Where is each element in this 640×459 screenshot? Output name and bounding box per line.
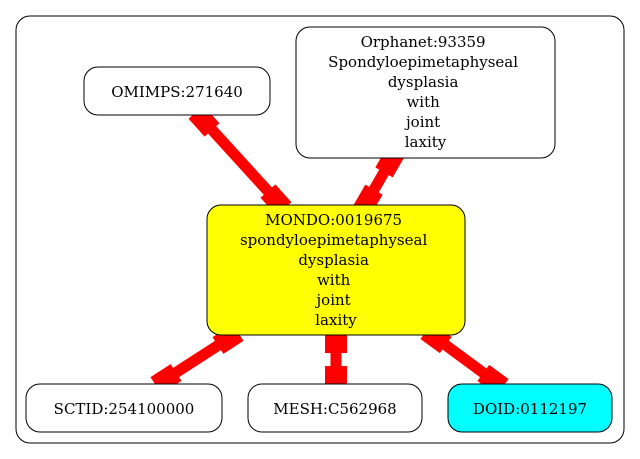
node-omimps-box	[83, 66, 271, 116]
node-orphanet-line: joint	[404, 113, 440, 131]
node-orphanet-line: with	[406, 93, 440, 111]
svg-text:Orphanet:93359 Spondyloe: Orphanet:93359 Spondyloepimetaphyseal dy…	[328, 33, 523, 151]
node-mondo-line: laxity	[315, 311, 357, 329]
node-mondo[interactable]: MONDO:0019675 spondyloepimetaphyseal dys…	[206, 204, 466, 336]
node-orphanet-line: Spondyloepimetaphyseal	[328, 53, 518, 71]
node-omimps-label: OMIMPS:271640	[111, 83, 243, 101]
svg-text:MONDO:0019675 spondyloep: MONDO:0019675 spondyloepimetaphyseal dys…	[240, 211, 432, 329]
node-orphanet-line: Orphanet:93359	[361, 33, 486, 51]
cluster-frame	[15, 15, 625, 444]
node-doid[interactable]: DOID:0112197	[447, 383, 613, 433]
node-mondo-line: dysplasia	[298, 251, 369, 269]
node-mondo-line: spondyloepimetaphyseal	[240, 231, 427, 249]
node-orphanet-box	[295, 26, 556, 159]
edge-omimps-mondo	[188, 105, 292, 216]
svg-text:MESH:C562968: MESH:C562968	[273, 400, 396, 418]
node-doid-box	[447, 383, 613, 433]
node-orphanet[interactable]: Orphanet:93359 Spondyloepimetaphyseal dy…	[295, 26, 556, 159]
node-sctid-box	[25, 383, 223, 433]
svg-text:SCTID:254100000: SCTID:254100000	[54, 400, 195, 418]
node-mondo-line: joint	[315, 291, 351, 309]
node-sctid[interactable]: SCTID:254100000	[25, 383, 223, 433]
node-mondo-line: MONDO:0019675	[265, 211, 402, 229]
node-omimps[interactable]: OMIMPS:271640	[83, 66, 271, 116]
node-orphanet-line: dysplasia	[388, 73, 459, 91]
node-mesh-label: MESH:C562968	[273, 400, 396, 418]
node-sctid-label: SCTID:254100000	[54, 400, 195, 418]
node-doid-label: DOID:0112197	[473, 400, 587, 418]
node-mondo-box	[206, 204, 466, 336]
svg-text:OMIMPS:271640: OMIMPS:271640	[111, 83, 243, 101]
node-mondo-line: with	[317, 271, 351, 289]
edge-mondo-mesh	[325, 331, 347, 388]
node-mesh-box	[247, 383, 423, 433]
node-mesh[interactable]: MESH:C562968	[247, 383, 423, 433]
svg-text:DOID:0112197: DOID:0112197	[473, 400, 587, 418]
node-orphanet-line: laxity	[405, 133, 447, 151]
